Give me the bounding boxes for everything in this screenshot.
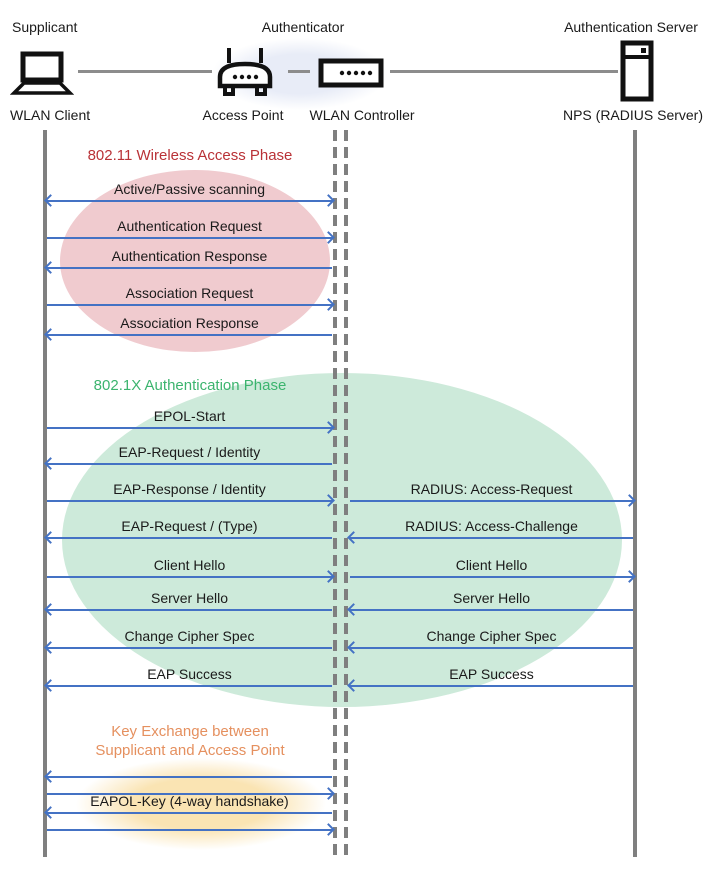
access-point-icon [216, 46, 274, 102]
lifeline-wlan-client [43, 130, 47, 857]
message-arrow [347, 679, 633, 692]
message-arrow [44, 194, 335, 207]
message-label: Change Cipher Spec [124, 628, 255, 644]
message-arrow [47, 231, 335, 244]
laptop-icon [10, 51, 74, 97]
message-label: EAP Success [449, 666, 534, 682]
message-arrow [47, 823, 335, 836]
message-arrow [44, 641, 332, 654]
lifeline-authenticator-left [333, 130, 337, 857]
message-label: Client Hello [153, 557, 226, 573]
server-icon [620, 40, 654, 102]
message-label: EAP-Request / Identity [118, 444, 261, 460]
message-arrow [347, 641, 633, 654]
message-label: Association Response [120, 315, 259, 331]
role-authenticator: Authenticator [261, 19, 345, 35]
message-arrow [347, 603, 633, 616]
label-wlan-controller: WLAN Controller [309, 107, 415, 123]
message-label: Authentication Request [117, 218, 262, 234]
message-label: EAP-Response / Identity [113, 481, 266, 497]
wlan-controller-icon [318, 58, 384, 88]
message-arrow [44, 261, 332, 274]
message-label: EPOL-Start [153, 408, 226, 424]
role-supplicant: Supplicant [12, 19, 78, 35]
message-arrow [44, 457, 332, 470]
lifeline-radius-server [633, 130, 637, 857]
phase-title-8021x: 802.1X Authentication Phase [93, 377, 287, 394]
connector-ap-controller [288, 70, 310, 73]
message-label: EAPOL-Key (4-way handshake) [90, 793, 289, 809]
message-label: Client Hello [455, 557, 528, 573]
message-arrow [44, 328, 332, 341]
message-label: EAP-Request / (Type) [121, 518, 258, 534]
message-label: Association Request [125, 285, 254, 301]
connector-client-ap [78, 70, 212, 73]
connector-controller-server [390, 70, 618, 73]
message-arrow [47, 298, 335, 311]
phase-title-key-exchange: Key Exchange between Supplicant and Acce… [47, 722, 333, 760]
message-label: Server Hello [150, 590, 229, 606]
phase-title-key-exchange-line1: Key Exchange between [111, 723, 269, 740]
message-arrow [44, 603, 332, 616]
message-label: RADIUS: Access-Request [410, 481, 573, 497]
message-label: Server Hello [452, 590, 531, 606]
message-arrow [47, 494, 335, 507]
role-authentication-server: Authentication Server [564, 19, 698, 35]
phase-title-80211: 802.11 Wireless Access Phase [87, 147, 293, 164]
phase-ellipse-key-exchange [76, 758, 326, 850]
label-access-point: Access Point [202, 107, 284, 123]
message-label: EAP Success [147, 666, 232, 682]
message-arrow [44, 679, 332, 692]
message-arrow [350, 494, 636, 507]
message-arrow [44, 806, 332, 819]
message-arrow [347, 531, 633, 544]
lifeline-authenticator-right [344, 130, 348, 857]
message-arrow [350, 570, 636, 583]
label-wlan-client: WLAN Client [10, 107, 91, 123]
message-arrow [44, 770, 332, 783]
phase-title-key-exchange-line2: Supplicant and Access Point [95, 742, 285, 759]
message-label: Active/Passive scanning [114, 181, 265, 197]
message-arrow [47, 787, 335, 800]
message-arrow [44, 531, 332, 544]
message-arrow [47, 570, 335, 583]
message-label: Change Cipher Spec [426, 628, 557, 644]
message-label: Authentication Response [111, 248, 268, 264]
message-arrow [47, 421, 335, 434]
label-nps-radius-server: NPS (RADIUS Server) [562, 107, 704, 123]
message-label: RADIUS: Access-Challenge [405, 518, 578, 534]
